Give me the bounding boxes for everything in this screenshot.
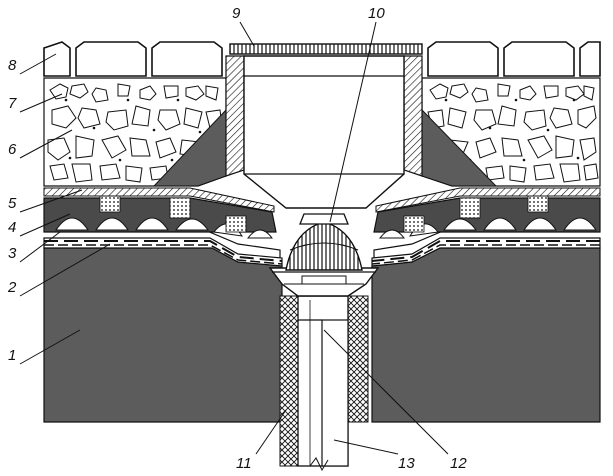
drain-pipe: [297, 295, 349, 472]
callout-8: 8: [8, 57, 17, 74]
callout-10: 10: [368, 5, 385, 22]
concrete-slab: [43, 247, 601, 423]
inspection-shaft: [225, 43, 423, 209]
callout-7: 7: [8, 95, 17, 112]
callout-1: 1: [8, 347, 16, 364]
callout-4: 4: [8, 219, 16, 236]
callout-labels: 1 2 3 4 5 6 7 8 9 10 11 12 13: [7, 5, 467, 472]
callout-9: 9: [232, 5, 241, 22]
callout-13: 13: [398, 455, 415, 472]
waterproof-membrane: [43, 227, 601, 267]
filter-geotextile: [43, 187, 601, 213]
paving-tiles: [43, 41, 601, 77]
drainage-layer: [43, 195, 601, 239]
callout-2: 2: [7, 279, 17, 296]
leader-lines: [19, 21, 449, 455]
callout-6: 6: [8, 141, 17, 158]
callout-3: 3: [8, 245, 17, 262]
gravel-shadow-slopes: [152, 108, 498, 187]
drain-funnel: [268, 213, 380, 297]
callout-5: 5: [8, 195, 17, 212]
pipe-insulation: [279, 295, 369, 467]
callout-12: 12: [450, 455, 467, 472]
callout-11: 11: [236, 455, 252, 472]
